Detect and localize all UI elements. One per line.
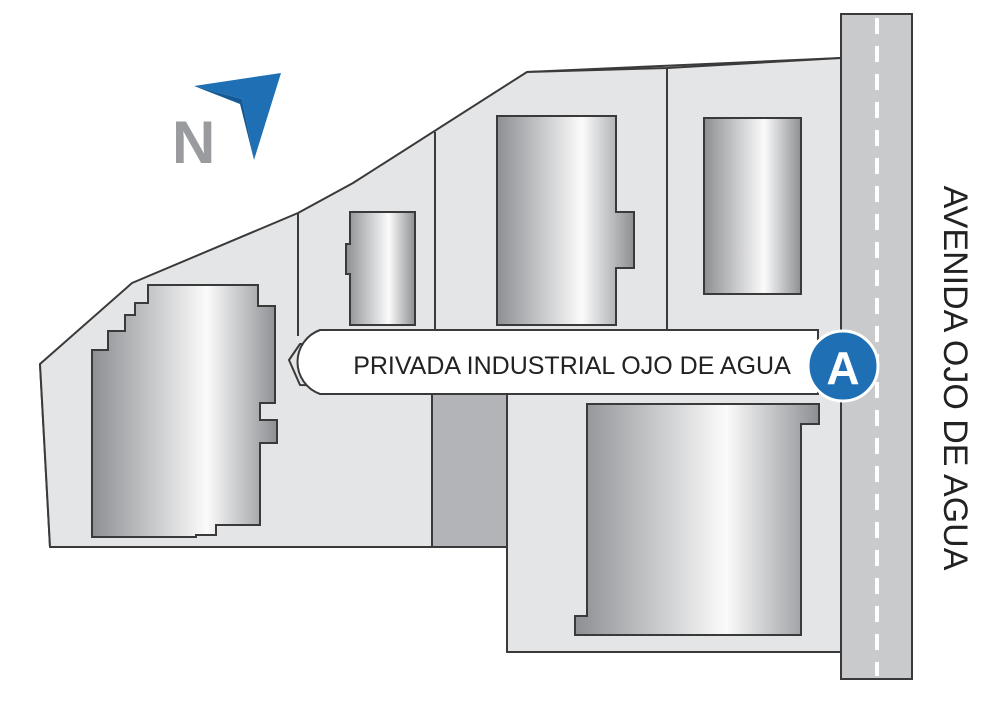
avenue-label: AVENIDA OJO DE AGUA xyxy=(936,186,974,571)
private-street-label: PRIVADA INDUSTRIAL OJO DE AGUA xyxy=(353,352,791,380)
building-small xyxy=(345,211,416,326)
building-right xyxy=(703,117,802,295)
north-arrow-icon xyxy=(194,73,281,160)
north-indicator: N xyxy=(172,73,281,176)
north-letter: N xyxy=(172,109,215,176)
building-lower xyxy=(574,403,820,636)
buildings xyxy=(91,115,820,636)
building-left xyxy=(91,284,278,538)
marker-letter: A xyxy=(826,342,859,394)
private-street: PRIVADA INDUSTRIAL OJO DE AGUA xyxy=(296,329,819,395)
location-marker[interactable]: A xyxy=(806,329,880,403)
building-center xyxy=(496,115,635,326)
lot-dividers xyxy=(297,68,668,336)
marker-circle[interactable] xyxy=(806,329,880,403)
lot-shaded xyxy=(431,386,508,548)
